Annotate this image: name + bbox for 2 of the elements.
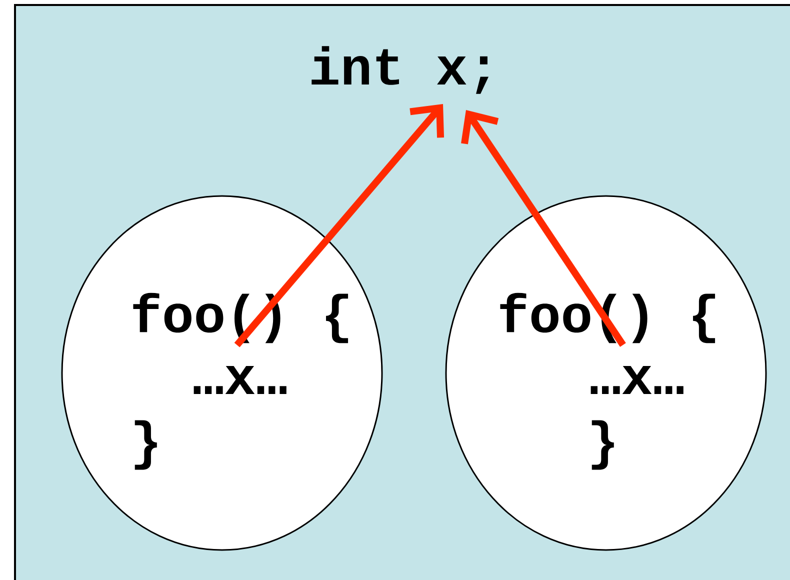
code-text: int x; xyxy=(312,46,489,94)
arrow xyxy=(234,104,444,348)
